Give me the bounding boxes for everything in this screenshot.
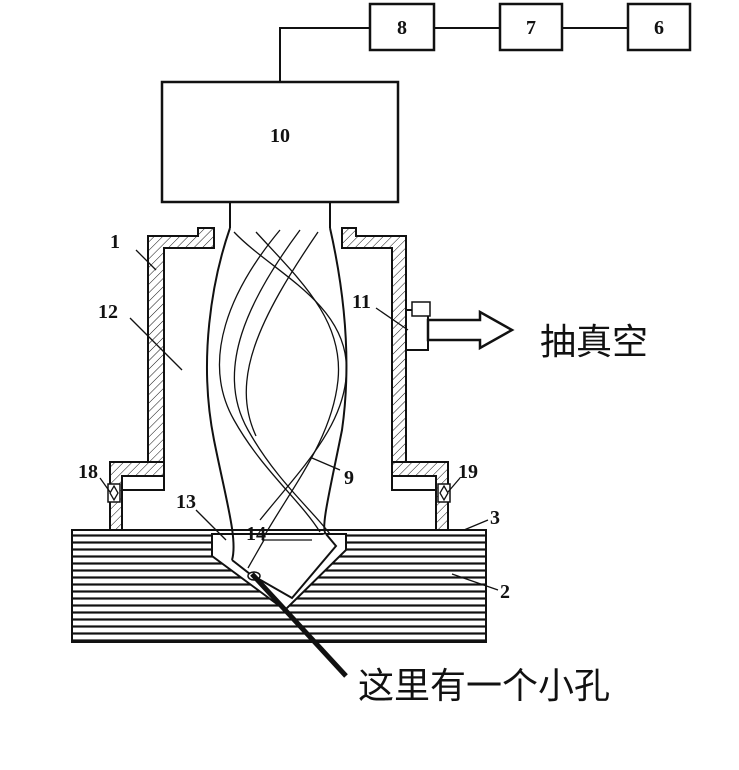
control-chain: 8 7 6 10: [160, 2, 692, 204]
label-18: 18: [78, 461, 98, 483]
vacuum-arrow: [426, 309, 515, 351]
box-8: [368, 2, 436, 52]
label-11: 11: [352, 291, 371, 313]
label-13: 13: [176, 491, 196, 513]
label-9: 9: [344, 467, 354, 489]
label-1: 1: [110, 231, 120, 253]
label-14: 14: [246, 523, 266, 545]
housing-left-wall: [109, 227, 215, 531]
box-8-label: 8: [397, 17, 407, 39]
vacuum-port: [405, 301, 515, 351]
drill-bit: [206, 227, 348, 600]
box-10-label: 10: [270, 125, 290, 147]
label-3: 3: [490, 507, 500, 529]
small-hole-annotation: 这里有一个小孔: [358, 666, 610, 707]
box-6-label: 6: [654, 17, 664, 39]
vacuum-housing: [107, 227, 451, 531]
box-6: [626, 2, 692, 52]
hole-pointer: [250, 572, 348, 678]
box-7-label: 7: [526, 17, 536, 39]
leader-lines: [99, 249, 499, 591]
label-2: 2: [500, 581, 510, 603]
housing-right-wall: [341, 227, 449, 531]
vacuum-annotation: 抽真空: [540, 322, 648, 363]
seal-18: [107, 483, 121, 503]
label-12: 12: [98, 301, 118, 323]
housing-left-step: [122, 462, 165, 491]
box-7: [498, 2, 564, 52]
wire-10-to-8: [279, 27, 370, 82]
seal-19: [437, 483, 451, 503]
box-10: [160, 80, 400, 204]
housing-right-step: [391, 462, 436, 491]
label-19: 19: [458, 461, 478, 483]
